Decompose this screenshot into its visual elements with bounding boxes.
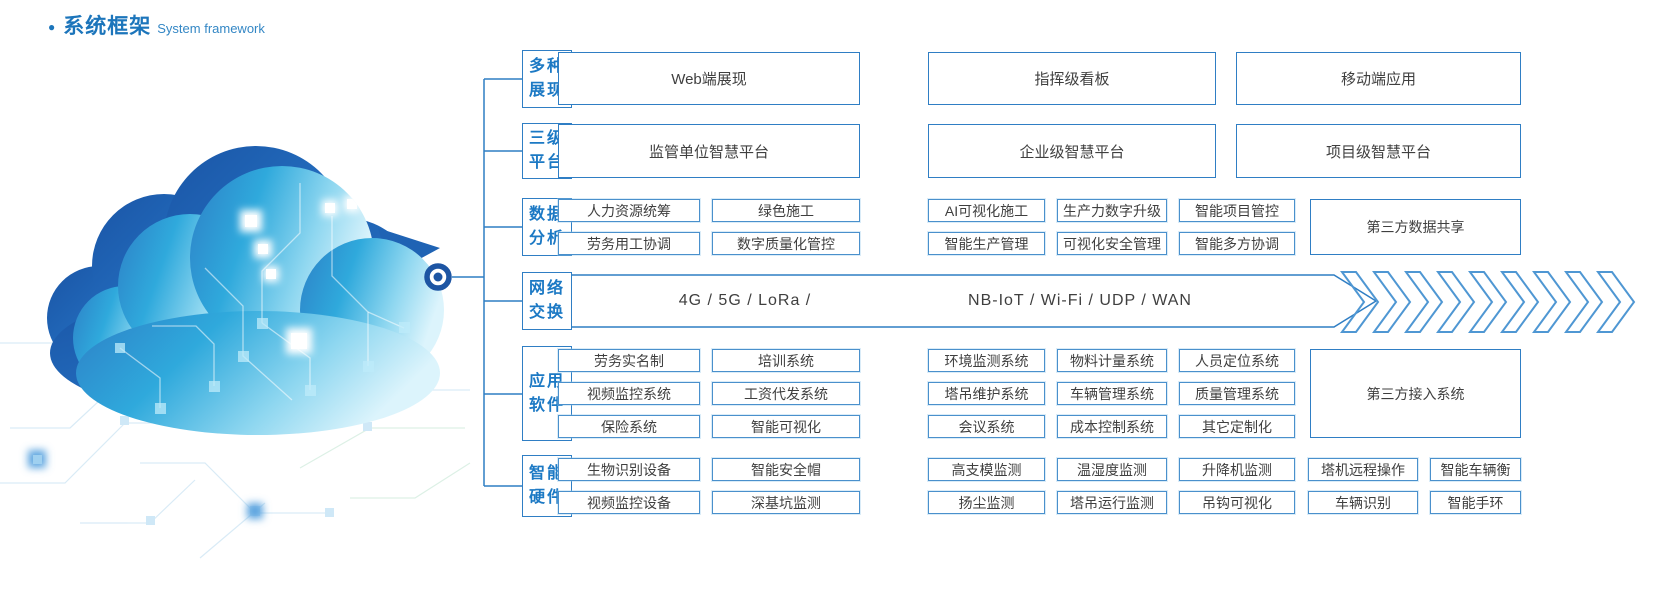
- bullet-icon: ●: [48, 20, 56, 34]
- box-smart-project-control: 智能项目管控: [1179, 199, 1295, 222]
- box-hr: 人力资源统筹: [558, 199, 700, 222]
- box-video-monitor-device: 视频监控设备: [558, 491, 700, 514]
- network-protocols-left: 4G / 5G / LoRa /: [678, 292, 812, 309]
- box-ai-construction: AI可视化施工: [928, 199, 1045, 222]
- page-title: ● 系统框架 System framework: [48, 10, 265, 40]
- box-material-metering: 物料计量系统: [1057, 349, 1167, 372]
- box-multi-party: 智能多方协调: [1179, 232, 1295, 255]
- box-tower-crane-maintenance: 塔吊维护系统: [928, 382, 1045, 405]
- box-hoist-monitor: 升降机监测: [1179, 458, 1295, 481]
- box-project-platform: 项目级智慧平台: [1236, 124, 1521, 178]
- box-hook-visualization: 吊钩可视化: [1179, 491, 1295, 514]
- box-payroll-system: 工资代发系统: [712, 382, 860, 405]
- box-web-display: Web端展现: [558, 52, 860, 105]
- box-vehicle-recognition: 车辆识别: [1308, 491, 1418, 514]
- box-tower-remote-operation: 塔机远程操作: [1308, 458, 1418, 481]
- box-other-customization: 其它定制化: [1179, 415, 1295, 438]
- box-formwork-monitor: 高支模监测: [928, 458, 1045, 481]
- box-third-party-access: 第三方接入系统: [1310, 349, 1521, 438]
- box-video-monitor-system: 视频监控系统: [558, 382, 700, 405]
- box-smart-helmet: 智能安全帽: [712, 458, 860, 481]
- box-labor-realname: 劳务实名制: [558, 349, 700, 372]
- box-labor-coordination: 劳务用工协调: [558, 232, 700, 255]
- cloud-glow-nodes: [240, 196, 360, 354]
- box-cost-control: 成本控制系统: [1057, 415, 1167, 438]
- box-dust-monitor: 扬尘监测: [928, 491, 1045, 514]
- box-regulator-platform: 监管单位智慧平台: [558, 124, 860, 178]
- box-personnel-positioning: 人员定位系统: [1179, 349, 1295, 372]
- box-temp-humidity: 温湿度监测: [1057, 458, 1167, 481]
- cloud-circuit: [115, 183, 410, 414]
- box-smart-production: 智能生产管理: [928, 232, 1045, 255]
- box-meeting-system: 会议系统: [928, 415, 1045, 438]
- cloud-front-layer: [73, 166, 444, 435]
- network-protocols-right: NB-IoT / Wi-Fi / UDP / WAN: [968, 292, 1192, 309]
- box-quality-management: 质量管理系统: [1179, 382, 1295, 405]
- box-green-construction: 绿色施工: [712, 199, 860, 222]
- box-visual-safety: 可视化安全管理: [1057, 232, 1167, 255]
- title-en: System framework: [157, 21, 265, 36]
- box-enterprise-platform: 企业级智慧平台: [928, 124, 1216, 178]
- box-vehicle-management: 车辆管理系统: [1057, 382, 1167, 405]
- box-command-board: 指挥级看板: [928, 52, 1216, 105]
- box-training-system: 培训系统: [712, 349, 860, 372]
- box-smart-visualization: 智能可视化: [712, 415, 860, 438]
- box-digital-quality: 数字质量化管控: [712, 232, 860, 255]
- box-mobile-app: 移动端应用: [1236, 52, 1521, 105]
- box-smart-weighbridge: 智能车辆衡: [1430, 458, 1521, 481]
- box-insurance-system: 保险系统: [558, 415, 700, 438]
- box-tower-crane-operation-monitor: 塔吊运行监测: [1057, 491, 1167, 514]
- title-zh: 系统框架: [63, 15, 152, 38]
- box-third-party-data: 第三方数据共享: [1310, 199, 1521, 255]
- cloud-illustration: [0, 146, 471, 559]
- label-network: 网络交换: [522, 272, 572, 330]
- box-deep-pit-monitor: 深基坑监测: [712, 491, 860, 514]
- box-productivity-upgrade: 生产力数字升级: [1057, 199, 1167, 222]
- box-smart-wristband: 智能手环: [1430, 491, 1521, 514]
- box-environment-monitor: 环境监测系统: [928, 349, 1045, 372]
- flow-chevrons-icon: [1340, 271, 1636, 333]
- box-biometric-device: 生物识别设备: [558, 458, 700, 481]
